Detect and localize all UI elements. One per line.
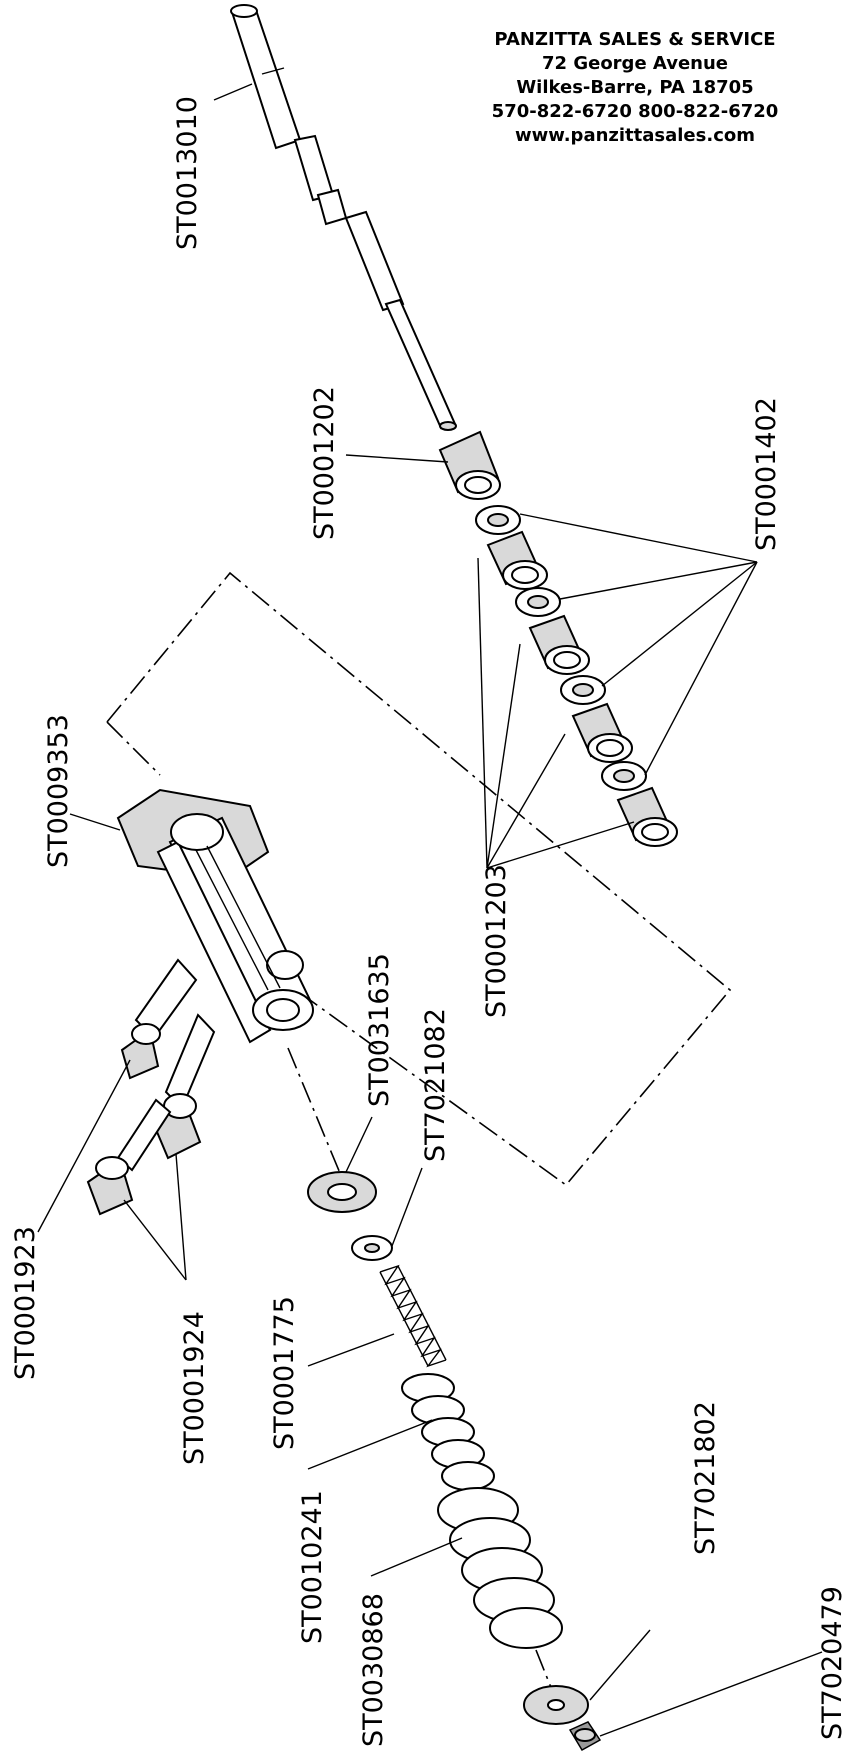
plunger-rod	[230, 4, 457, 431]
part-label-st0009353: ST0009353	[43, 714, 74, 868]
packing-cup-3	[571, 702, 633, 763]
part-labels: ST0013010 ST0001202 ST0001402 ST0009353 …	[10, 96, 848, 1747]
part-label-st7021802: ST7021802	[690, 1401, 721, 1555]
company-street: 72 George Avenue	[542, 53, 728, 74]
header-ring	[438, 430, 501, 500]
medium-spring	[401, 1373, 495, 1491]
company-phone: 570-822-6720 800-822-6720	[491, 101, 779, 122]
part-label-st0031635: ST0031635	[364, 953, 395, 1107]
company-header: PANZITTA SALES & SERVICE 72 George Avenu…	[470, 28, 800, 148]
part-label-st7021082: ST7021082	[420, 1008, 451, 1162]
part-label-st0001775: ST0001775	[269, 1296, 300, 1450]
part-label-st0001923: ST0001923	[10, 1226, 41, 1380]
small-washer	[351, 1235, 393, 1261]
fittings	[86, 958, 216, 1216]
spacer-ring-3	[560, 675, 606, 705]
part-label-st0001402: ST0001402	[751, 397, 782, 551]
part-label-st0030868: ST0030868	[358, 1593, 389, 1747]
large-spring	[437, 1487, 563, 1649]
company-city: Wilkes-Barre, PA 18705	[516, 77, 754, 98]
part-label-st0010241: ST0010241	[297, 1490, 328, 1644]
packing-stack	[438, 430, 678, 847]
packing-cup-2	[528, 614, 590, 675]
part-label-st7020479: ST7020479	[817, 1586, 848, 1740]
spacer-ring-2	[515, 587, 561, 617]
manifold-cylinder	[116, 788, 314, 1044]
lock-nut	[568, 1721, 602, 1752]
part-label-st0001924: ST0001924	[179, 1311, 210, 1465]
spacer-ring-1	[475, 505, 521, 535]
spring-washer	[523, 1685, 589, 1725]
part-label-st0001202: ST0001202	[309, 386, 340, 540]
packing-cup-1	[486, 530, 548, 590]
packing-cup-4	[616, 786, 678, 847]
company-website: www.panzittasales.com	[514, 125, 755, 146]
part-label-st0001203: ST0001203	[481, 864, 512, 1018]
assembly-outline	[106, 571, 732, 1187]
leader-lines	[37, 83, 823, 1737]
company-name: PANZITTA SALES & SERVICE	[494, 29, 776, 50]
seat-washer	[307, 1171, 377, 1213]
valve-spring-assembly	[287, 1047, 602, 1752]
part-label-st0013010: ST0013010	[172, 96, 203, 250]
small-spring	[379, 1264, 447, 1368]
spacer-ring-4	[601, 761, 647, 791]
